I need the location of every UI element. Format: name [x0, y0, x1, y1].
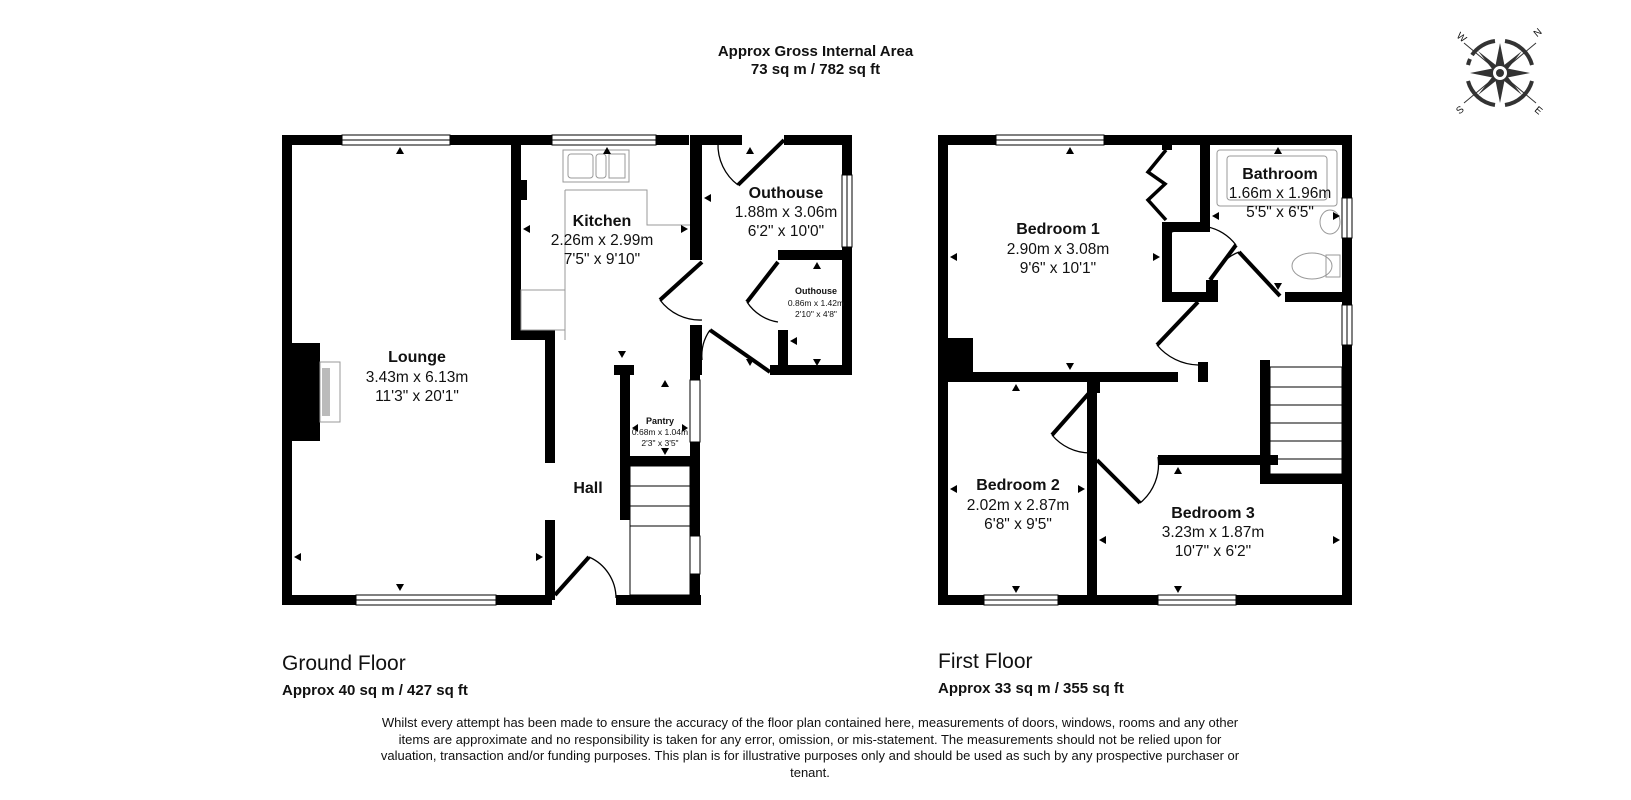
first-floor-area: Approx 33 sq m / 355 sq ft	[938, 680, 1124, 697]
room-imperial-bathroom: 5'5" x 6'5"	[1246, 204, 1314, 221]
room-imperial-lounge: 11'3" x 20'1"	[375, 388, 459, 405]
title-line-2: 73 sq m / 782 sq ft	[750, 61, 881, 78]
ground-floor-stairs	[629, 465, 691, 596]
room-imperial-outhouse-1: 6'2" x 10'0"	[748, 223, 824, 240]
ground-floor-label: Ground Floor	[282, 652, 406, 675]
room-metric-bedroom-1: 2.90m x 3.08m	[1007, 241, 1110, 258]
room-metric-bathroom: 1.66m x 1.96m	[1229, 185, 1332, 202]
room-name-outhouse-2: Outhouse	[795, 286, 837, 296]
room-name-hall: Hall	[573, 480, 602, 497]
first-floor-windows	[983, 134, 1353, 606]
room-metric-bedroom-3: 3.23m x 1.87m	[1162, 524, 1265, 541]
room-metric-outhouse-1: 1.88m x 3.06m	[735, 204, 838, 221]
room-name-kitchen: Kitchen	[573, 213, 632, 230]
room-name-bedroom-3: Bedroom 3	[1171, 505, 1255, 522]
title-line-1: Approx Gross Internal Area	[717, 43, 914, 60]
room-metric-bedroom-2: 2.02m x 2.87m	[967, 497, 1070, 514]
ground-floor-windows	[341, 134, 853, 606]
room-name-pantry: Pantry	[646, 416, 674, 426]
room-imperial-outhouse-2: 2'10" x 4'8"	[795, 309, 837, 319]
room-imperial-pantry: 2'3" x 3'5"	[641, 438, 678, 448]
gross-internal-area-title: Approx Gross Internal Area 73 sq m / 782…	[0, 43, 1631, 79]
room-name-outhouse-1: Outhouse	[749, 185, 824, 202]
ground-floor-dimension-arrows	[294, 147, 821, 591]
room-metric-outhouse-2: 0.86m x 1.42m	[788, 298, 844, 308]
room-name-bathroom: Bathroom	[1242, 166, 1318, 183]
room-imperial-bedroom-1: 9'6" x 10'1"	[1020, 260, 1096, 277]
ground-floor-area: Approx 40 sq m / 427 sq ft	[282, 682, 468, 699]
room-metric-kitchen: 2.26m x 2.99m	[551, 232, 654, 249]
first-floor-walls	[938, 135, 1352, 605]
first-floor-stairs	[1269, 366, 1343, 475]
compass-rose-icon: W N S E	[1454, 27, 1545, 118]
first-floor-doors	[1050, 148, 1282, 505]
room-imperial-bedroom-3: 10'7" x 6'2"	[1175, 543, 1251, 560]
first-floor-dimension-arrows	[950, 147, 1340, 593]
ground-floor-plan: Lounge 3.43m x 6.13m 11'3" x 20'1" Kitch…	[282, 134, 1353, 606]
room-metric-lounge: 3.43m x 6.13m	[366, 369, 469, 386]
room-name-lounge: Lounge	[388, 349, 446, 366]
kitchen-fixtures	[319, 149, 690, 423]
disclaimer-text: Whilst every attempt has been made to en…	[380, 715, 1240, 780]
first-floor-label: First Floor	[938, 650, 1033, 673]
room-metric-pantry: 0.68m x 1.04m	[632, 427, 688, 437]
room-imperial-bedroom-2: 6'8" x 9'5"	[984, 516, 1052, 533]
room-name-bedroom-1: Bedroom 1	[1016, 221, 1100, 238]
room-imperial-kitchen: 7'5" x 9'10"	[564, 251, 640, 268]
room-name-bedroom-2: Bedroom 2	[976, 477, 1060, 494]
ground-floor-doors	[553, 138, 786, 599]
